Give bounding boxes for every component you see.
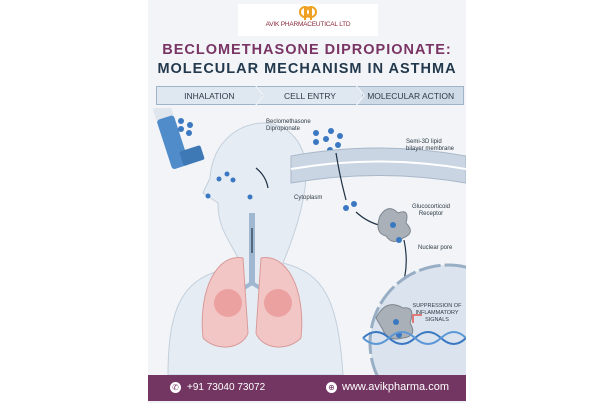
mechanism-illustration bbox=[152, 108, 466, 375]
infographic: AVIK PHARMACEUTICAL LTD BECLOMETHASONE D… bbox=[148, 0, 466, 403]
label-suppression: SUPPRESSION OF INFLAMMATORY SIGNALS bbox=[412, 303, 462, 323]
glucocorticoid-receptor bbox=[377, 208, 411, 243]
label-cytoplasm: Cytoplasm bbox=[294, 195, 323, 201]
label-membrane: Semi-3D lipid bilayer membrane bbox=[406, 139, 455, 152]
brand-name: AVIK PHARMACEUTICAL LTD bbox=[265, 21, 351, 28]
process-steps: INHALATION CELL ENTRY MOLECULAR ACTION bbox=[156, 86, 465, 105]
step-molecular-action: MOLECULAR ACTION bbox=[357, 86, 465, 105]
website-url: www.avikpharma.com bbox=[342, 381, 449, 393]
website-link[interactable]: ⊕ www.avikpharma.com bbox=[326, 381, 449, 393]
flow-arrows bbox=[251, 152, 407, 294]
footer-bar: ✆ +91 73040 73072 ⊕ www.avikpharma.com bbox=[148, 375, 466, 401]
step-inhalation: INHALATION bbox=[156, 86, 263, 105]
title-line-2: MOLECULAR MECHANISM IN ASTHMA bbox=[157, 61, 457, 77]
lungs bbox=[201, 257, 303, 348]
phone-icon: ✆ bbox=[170, 382, 181, 393]
logo-mark-icon bbox=[299, 6, 317, 20]
title-line-1: BECLOMETHASONE DIPROPIONATE: bbox=[162, 42, 452, 58]
brand-logo: AVIK PHARMACEUTICAL LTD bbox=[238, 4, 378, 36]
globe-icon: ⊕ bbox=[326, 381, 337, 393]
dna-helix bbox=[362, 331, 466, 345]
lipid-membrane bbox=[290, 147, 466, 184]
label-nuclear-pore: Nuclear pore bbox=[418, 245, 453, 251]
drug-molecules bbox=[178, 118, 357, 211]
phone-number: +91 73040 73072 bbox=[187, 382, 266, 393]
label-receptor: Glucocorticoid Receptor bbox=[411, 204, 450, 217]
label-drug: Beclomethasone Dipropionate bbox=[266, 119, 311, 132]
phone-contact[interactable]: ✆ +91 73040 73072 bbox=[170, 382, 265, 393]
inhaler bbox=[152, 108, 205, 169]
step-cell-entry: CELL ENTRY bbox=[256, 86, 364, 105]
